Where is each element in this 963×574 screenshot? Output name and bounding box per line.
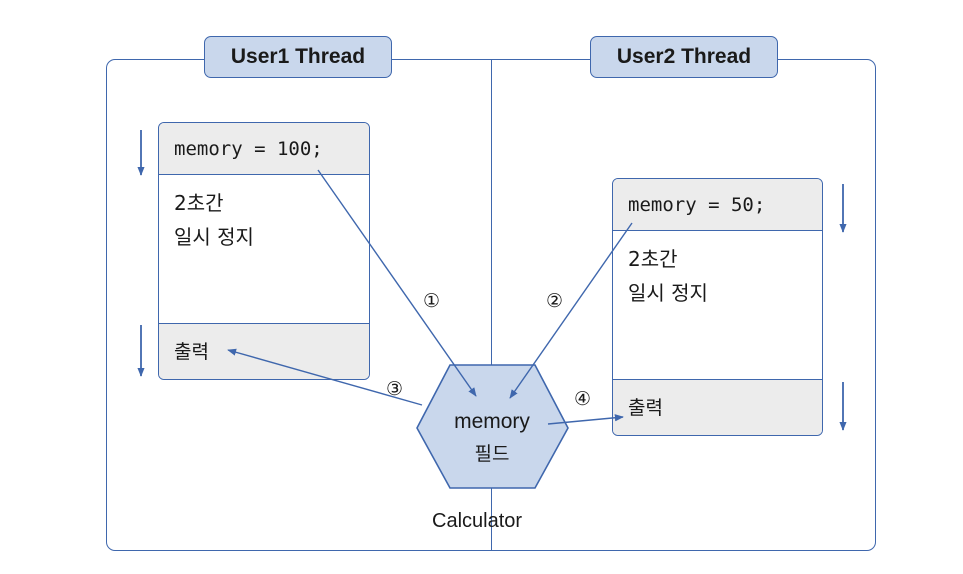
user2-code-box: memory = 50; 2초간 일시 정지 출력 — [612, 178, 823, 436]
step-3-marker: ③ — [386, 378, 404, 400]
arrow-step-4 — [547, 414, 624, 425]
step-1-marker: ① — [423, 290, 441, 312]
user2-assignment: memory = 50; — [613, 179, 822, 231]
user1-pause-line2: 일시 정지 — [174, 225, 254, 249]
user1-code-box: memory = 100; 2초간 일시 정지 출력 — [158, 122, 370, 380]
user2-pause-text: 2초간 일시 정지 — [628, 242, 708, 310]
user1-thread-tab: User1 Thread — [204, 36, 392, 78]
user2-output: 출력 — [613, 379, 822, 435]
user1-pause-text: 2초간 일시 정지 — [174, 186, 254, 254]
memory-field-label: memory — [454, 410, 530, 433]
step-2-marker: ② — [546, 290, 564, 312]
user2-thread-tab: User2 Thread — [590, 36, 778, 78]
arrow-step-1 — [317, 169, 477, 397]
user1-assignment: memory = 100; — [159, 123, 369, 175]
step-4-marker: ④ — [574, 388, 592, 410]
memory-field-hexagon — [416, 364, 569, 489]
user2-pause-line2: 일시 정지 — [628, 281, 708, 305]
arrow-step-3 — [227, 348, 423, 406]
user1-pause-line1: 2초간 — [174, 191, 224, 215]
thread-divider — [491, 59, 492, 551]
user1-output: 출력 — [159, 323, 369, 379]
memory-field-sublabel: 필드 — [475, 443, 510, 465]
user2-pause-line1: 2초간 — [628, 247, 678, 271]
calculator-label: Calculator — [432, 510, 523, 532]
arrow-step-2 — [509, 222, 633, 399]
user2-thread-label: User2 Thread — [616, 45, 752, 68]
user1-thread-label: User1 Thread — [230, 45, 366, 68]
